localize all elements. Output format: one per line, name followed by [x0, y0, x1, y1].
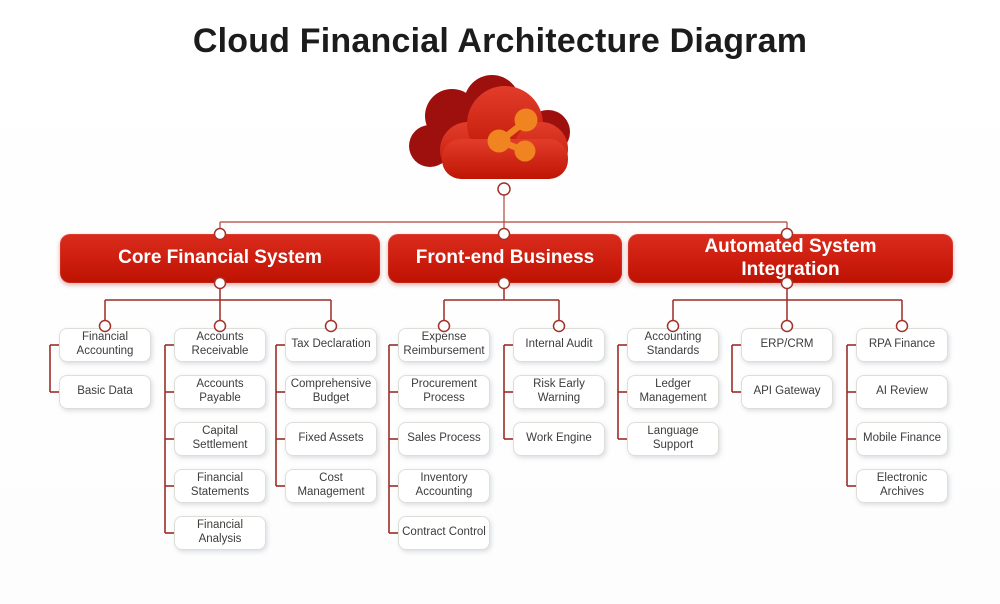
node-sales-process: Sales Process: [398, 422, 490, 456]
node-expense-reimbursement: Expense Reimbursement: [398, 328, 490, 362]
node-comprehensive-budget: Comprehensive Budget: [285, 375, 377, 409]
node-accounts-payable: Accounts Payable: [174, 375, 266, 409]
node-ledger-management: Ledger Management: [627, 375, 719, 409]
branch-header-front-end-business: Front-end Business: [388, 234, 622, 283]
branch-header-core-financial-system: Core Financial System: [60, 234, 380, 283]
node-rpa-finance: RPA Finance: [856, 328, 948, 362]
node-erp-crm: ERP/CRM: [741, 328, 833, 362]
node-accounting-standards: Accounting Standards: [627, 328, 719, 362]
node-mobile-finance: Mobile Finance: [856, 422, 948, 456]
node-risk-early-warning: Risk Early Warning: [513, 375, 605, 409]
node-financial-accounting: Financial Accounting: [59, 328, 151, 362]
branch-header-label: Front-end Business: [415, 247, 595, 269]
node-contract-control: Contract Control: [398, 516, 490, 550]
node-api-gateway: API Gateway: [741, 375, 833, 409]
node-financial-statements: Financial Statements: [174, 469, 266, 503]
node-procurement-process: Procurement Process: [398, 375, 490, 409]
node-fixed-assets: Fixed Assets: [285, 422, 377, 456]
diagram-title: Cloud Financial Architecture Diagram: [192, 22, 808, 60]
node-financial-analysis: Financial Analysis: [174, 516, 266, 550]
node-accounts-receivable: Accounts Receivable: [174, 328, 266, 362]
node-ai-review: AI Review: [856, 375, 948, 409]
branch-header-label: Automated System Integration: [704, 236, 877, 280]
node-electronic-archives: Electronic Archives: [856, 469, 948, 503]
node-work-engine: Work Engine: [513, 422, 605, 456]
branch-header-label: Core Financial System: [118, 247, 322, 269]
node-inventory-accounting: Inventory Accounting: [398, 469, 490, 503]
node-cost-management: Cost Management: [285, 469, 377, 503]
node-internal-audit: Internal Audit: [513, 328, 605, 362]
node-language-support: Language Support: [627, 422, 719, 456]
node-tax-declaration: Tax Declaration: [285, 328, 377, 362]
branch-header-automated-system-integration: Automated System Integration: [628, 234, 953, 283]
node-basic-data: Basic Data: [59, 375, 151, 409]
node-capital-settlement: Capital Settlement: [174, 422, 266, 456]
